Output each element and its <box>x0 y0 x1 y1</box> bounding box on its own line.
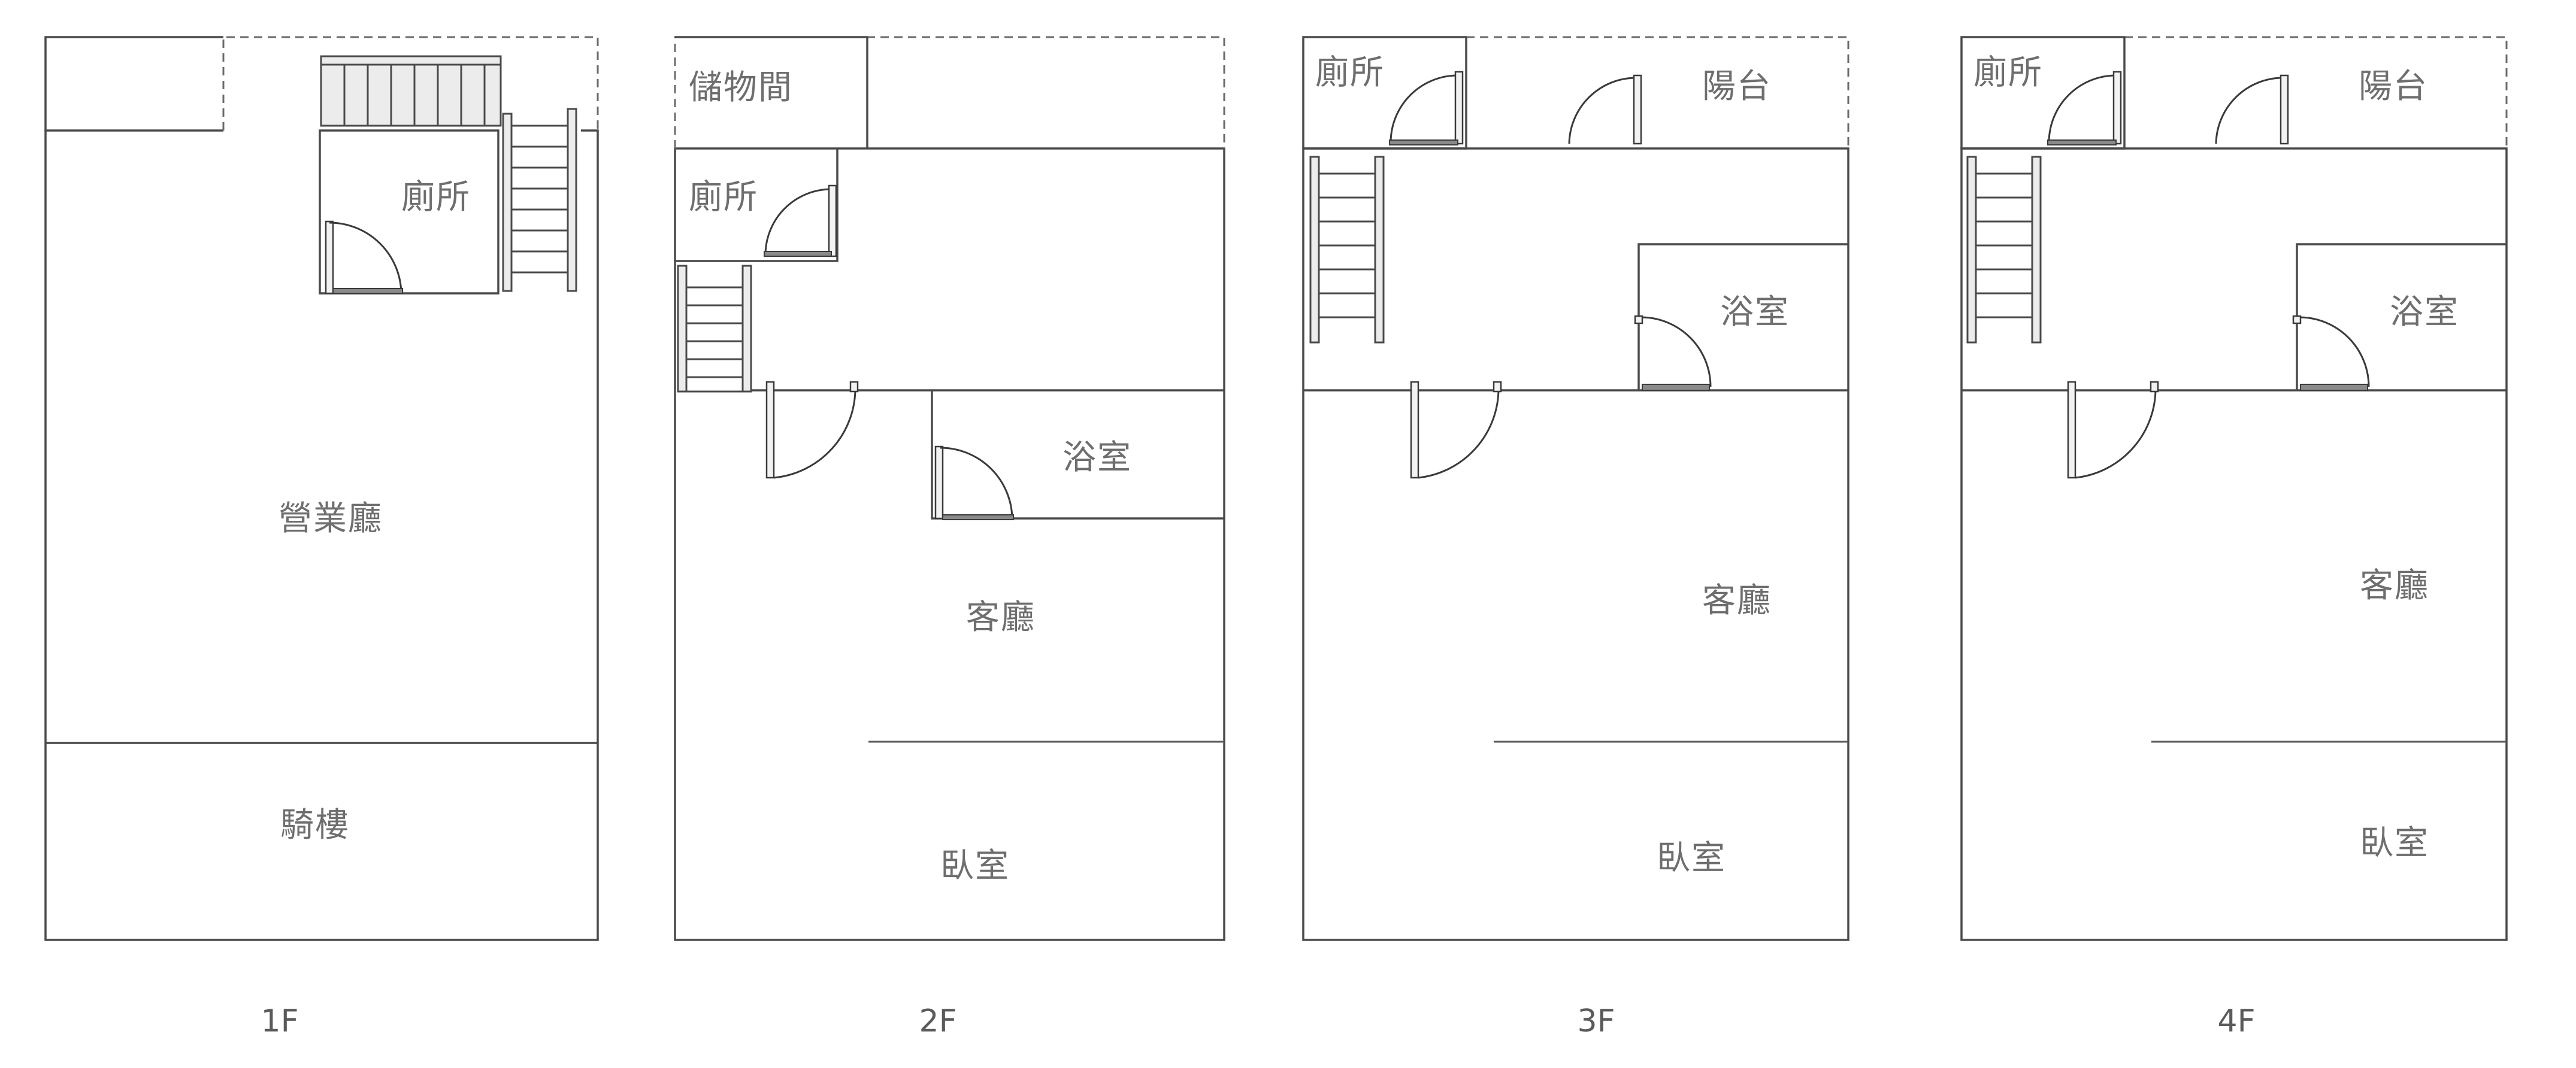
storage-walls <box>675 36 868 148</box>
door <box>765 381 859 479</box>
door <box>2215 74 2289 145</box>
door <box>1410 381 1502 479</box>
floor-label: 4F <box>2218 1003 2256 1039</box>
floor-label: 3F <box>1578 1003 1615 1039</box>
outer-wall <box>44 36 223 132</box>
dashed-extension <box>222 36 599 131</box>
door <box>2067 381 2159 479</box>
room-label-hall: 營業廳 <box>279 499 383 538</box>
room-label-balcony: 陽台 <box>1702 67 1772 106</box>
room-label-living: 客廳 <box>1702 581 1772 620</box>
toilet-walls <box>1302 36 1467 150</box>
room-label-bath: 浴室 <box>1063 438 1132 477</box>
room-label-balcony: 陽台 <box>2359 67 2428 106</box>
staircase <box>502 108 577 292</box>
room-label-bath: 浴室 <box>1720 293 1790 332</box>
floor-plan-2f: 儲物間 廁所 浴室 客廳 臥室 2F <box>674 36 1225 1039</box>
bath-walls <box>1637 243 1848 390</box>
room-label-living: 客廳 <box>966 598 1036 637</box>
room-label-storage: 儲物間 <box>689 68 793 107</box>
toilet-walls <box>675 148 839 262</box>
room-label-bath: 浴室 <box>2390 293 2459 332</box>
room-label-toilet: 廁所 <box>1315 53 1385 92</box>
door <box>1634 315 1712 391</box>
dashed-extension <box>674 36 1225 148</box>
outer-wall <box>1302 147 1849 941</box>
outer-wall <box>44 129 599 941</box>
door <box>1568 74 1642 145</box>
staircase <box>677 265 752 393</box>
staircase <box>1966 156 2042 344</box>
dashed-extension <box>1466 36 1849 148</box>
room-label-arcade: 騎樓 <box>280 806 350 845</box>
floor-plan-4f: 廁所 陽台 浴室 客廳 臥室 4F <box>1960 36 2508 1039</box>
door <box>325 220 403 295</box>
door <box>764 184 837 257</box>
room-label-toilet: 廁所 <box>689 178 758 217</box>
room-label-toilet: 廁所 <box>401 178 471 217</box>
door <box>2292 315 2370 391</box>
floor-plan-3f: 廁所 陽台 浴室 客廳 臥室 3F <box>1302 36 1849 1039</box>
room-label-bedroom: 臥室 <box>940 846 1010 885</box>
room-label-living: 客廳 <box>2360 566 2429 605</box>
dashed-extension <box>2124 36 2508 148</box>
room-label-bedroom: 臥室 <box>1657 839 1726 878</box>
room-label-toilet: 廁所 <box>1973 53 2043 92</box>
door <box>934 445 1014 520</box>
toilet-walls <box>319 129 500 295</box>
outer-wall <box>674 147 1225 941</box>
bath-walls <box>2296 243 2507 390</box>
room-label-bedroom: 臥室 <box>2360 824 2429 863</box>
railing <box>320 55 502 127</box>
toilet-walls <box>1960 36 2126 150</box>
staircase <box>1309 156 1385 344</box>
floor-label: 2F <box>919 1003 957 1039</box>
door <box>1389 71 1464 145</box>
door <box>2047 71 2122 145</box>
floor-label: 1F <box>261 1003 299 1039</box>
floor-plan-1f: 廁所 營業廳 騎樓 1F <box>44 36 599 1039</box>
bath-walls <box>931 390 1224 520</box>
outer-wall <box>1960 147 2508 941</box>
